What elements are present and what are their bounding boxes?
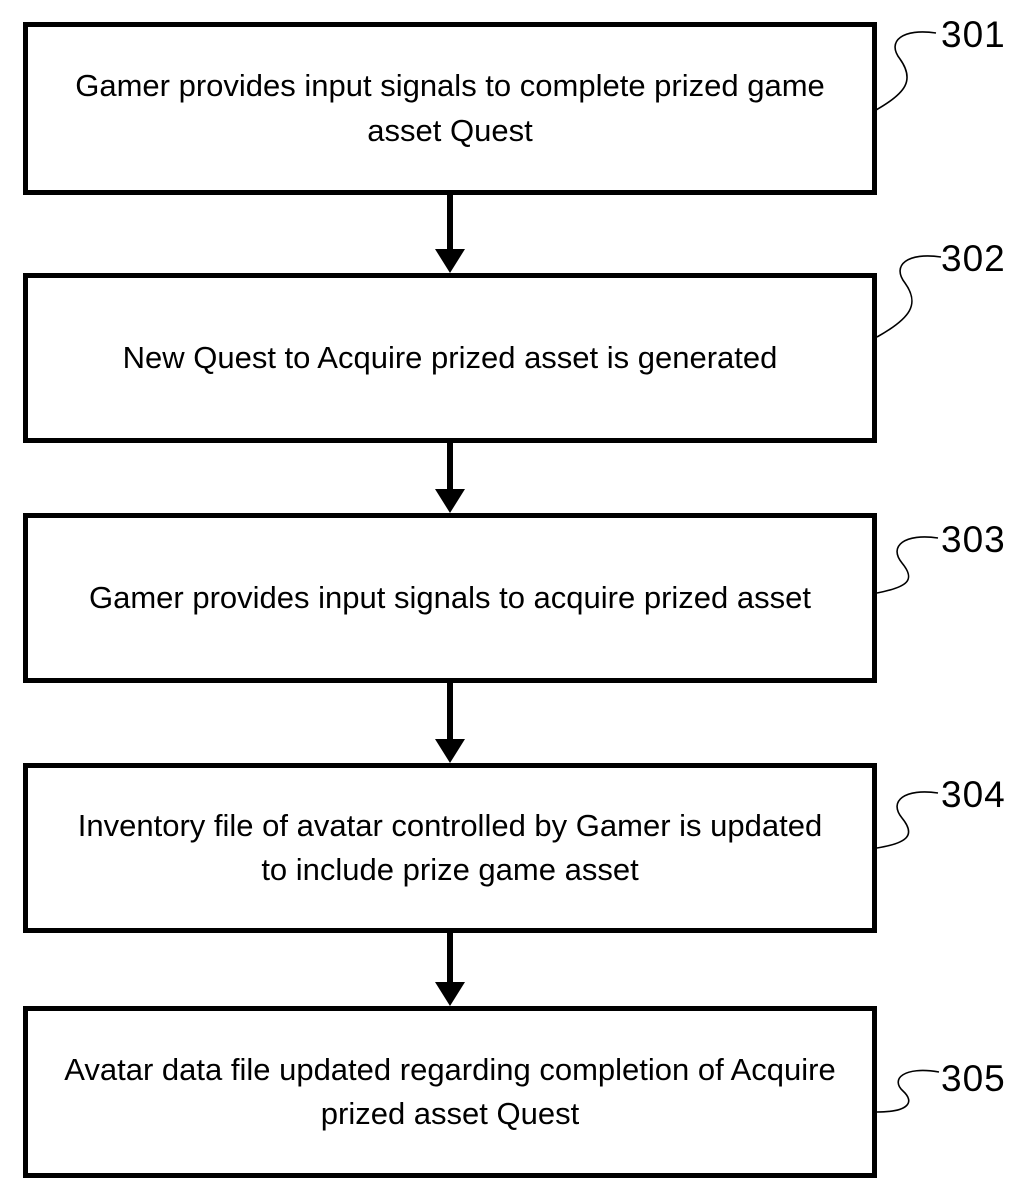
flow-step-302-text: New Quest to Acquire prized asset is gen… (122, 339, 778, 375)
arrowhead-icon (435, 982, 465, 1006)
ref-label-303: 303 (941, 519, 1006, 560)
arrow-shaft (447, 933, 453, 986)
flow-step-301-text: Gamer provides input signals to complete… (75, 68, 825, 148)
flow-step-303-text: Gamer provides input signals to acquire … (89, 579, 811, 615)
flow-step-302: New Quest to Acquire prized asset is gen… (23, 273, 877, 443)
arrowhead-icon (435, 739, 465, 763)
down-arrow-304-305 (435, 933, 465, 1006)
down-arrow-303-304 (435, 683, 465, 763)
arrow-shaft (447, 195, 453, 253)
ref-label-302: 302 (941, 238, 1006, 279)
arrow-shaft (447, 443, 453, 493)
down-arrow-301-302 (435, 195, 465, 273)
flow-step-304: Inventory file of avatar controlled by G… (23, 763, 877, 933)
ref-connector-301 (875, 31, 937, 111)
ref-connector-302 (876, 255, 942, 338)
arrowhead-icon (435, 249, 465, 273)
flow-step-301: Gamer provides input signals to complete… (23, 22, 877, 195)
flow-step-303: Gamer provides input signals to acquire … (23, 513, 877, 683)
ref-connector-304 (876, 791, 939, 849)
ref-label-305: 305 (941, 1058, 1006, 1099)
down-arrow-302-303 (435, 443, 465, 513)
flow-step-305: Avatar data file updated regarding compl… (23, 1006, 877, 1178)
flow-step-305-text: Avatar data file updated regarding compl… (64, 1051, 836, 1131)
ref-label-304: 304 (941, 774, 1006, 815)
ref-label-301: 301 (941, 14, 1006, 55)
arrow-shaft (447, 683, 453, 743)
arrowhead-icon (435, 489, 465, 513)
ref-connector-305 (876, 1069, 940, 1113)
ref-connector-303 (876, 536, 939, 594)
flow-step-304-text: Inventory file of avatar controlled by G… (77, 807, 823, 887)
